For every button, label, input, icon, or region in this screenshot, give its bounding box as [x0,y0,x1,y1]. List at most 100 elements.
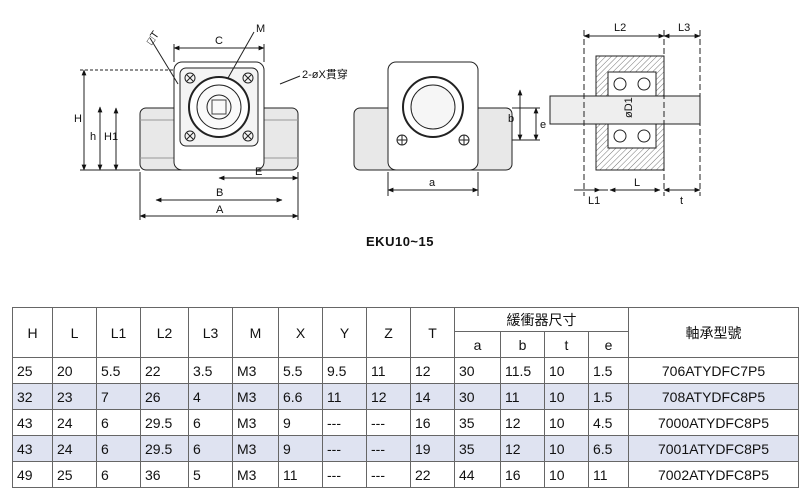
table-cell: 25 [52,461,97,488]
table-cell: 12 [366,383,411,410]
table-cell: 14 [410,383,455,410]
header-l2: L2 [140,307,189,358]
header-l1: L1 [96,307,141,358]
front-view [80,31,301,220]
side-label-b: b [508,113,514,125]
table-cell: 30 [454,383,501,410]
front-label-a: A [216,204,224,216]
table-cell: 20 [52,357,97,384]
front-label-c: C [215,35,223,47]
section-label-l3: L3 [678,22,690,34]
section-view [549,30,701,196]
bearing-model-cell: 7002ATYDFC8P5 [628,461,799,488]
table-cell: 23 [52,383,97,410]
table-cell: 29.5 [140,409,189,436]
table-cell: 9.5 [322,357,367,384]
table-cell: 1.5 [588,357,629,384]
front-label-dt: □T [144,29,162,47]
bearing-model-cell: 708ATYDFC8P5 [628,383,799,410]
front-label-b: B [216,187,223,199]
table-cell: --- [366,435,411,462]
table-cell: M3 [232,383,279,410]
table-cell: 5.5 [278,357,323,384]
table-cell: 43 [12,435,53,462]
front-label-m: M [256,23,265,35]
front-label-h-small: h [90,131,96,143]
table-cell: M3 [232,357,279,384]
bearing-model-cell: 7000ATYDFC8P5 [628,409,799,436]
table-cell: 4.5 [588,409,629,436]
section-label-l2: L2 [614,22,626,34]
table-cell: 30 [454,357,501,384]
header-buffer-e: e [588,331,629,358]
table-cell: 10 [544,435,589,462]
table-cell: 19 [410,435,455,462]
front-label-hole: 2-øX貫穿 [302,67,348,81]
header-y: Y [322,307,367,358]
table-cell: 11 [366,357,411,384]
side-view [353,61,540,196]
table-cell: 10 [544,461,589,488]
table-cell: 25 [12,357,53,384]
table-cell: 6.5 [588,435,629,462]
table-cell: 10 [544,409,589,436]
header-t: T [410,307,455,358]
table-cell: 7 [96,383,141,410]
table-cell: 44 [454,461,501,488]
table-cell: 49 [12,461,53,488]
table-cell: 6 [96,435,141,462]
table-cell: 11.5 [500,357,545,384]
header-buffer-t: t [544,331,589,358]
table-cell: 35 [454,435,501,462]
side-label-e: e [540,119,546,131]
table-cell: 24 [52,409,97,436]
header-l: L [52,307,97,358]
table-cell: 11 [588,461,629,488]
table-cell: 10 [544,383,589,410]
table-cell: 12 [410,357,455,384]
table-cell: M3 [232,409,279,436]
front-label-h1: H1 [104,131,118,143]
table-cell: 6 [188,435,233,462]
header-buffer-a: a [454,331,501,358]
table-cell: 12 [500,409,545,436]
table-cell: 12 [500,435,545,462]
table-cell: M3 [232,435,279,462]
table-cell: 16 [500,461,545,488]
table-cell: 6 [188,409,233,436]
table-cell: 22 [410,461,455,488]
table-cell: 4 [188,383,233,410]
table-cell: 35 [454,409,501,436]
header-l3: L3 [188,307,233,358]
table-cell: 43 [12,409,53,436]
table-cell: 5.5 [96,357,141,384]
header-x: X [278,307,323,358]
table-cell: 6.6 [278,383,323,410]
table-cell: 6 [96,409,141,436]
header-m: M [232,307,279,358]
front-label-e: E [255,166,262,178]
table-cell: 11 [278,461,323,488]
table-cell: 26 [140,383,189,410]
side-label-a: a [429,177,436,189]
header-z: Z [366,307,411,358]
table-cell: 29.5 [140,435,189,462]
spec-table: H L L1 L2 L3 M X Y Z T 緩衝器尺寸 軸承型號 a b t … [12,307,799,488]
bearing-ball-icon [613,77,651,143]
screw-icon [184,72,254,142]
header-buffer-b: b [500,331,545,358]
table-cell: --- [366,409,411,436]
front-label-h: H [74,113,82,125]
screw-icon [396,134,470,146]
table-cell: 5 [188,461,233,488]
bearing-model-cell: 7001ATYDFC8P5 [628,435,799,462]
table-cell: 10 [544,357,589,384]
table-cell: 11 [500,383,545,410]
table-cell: 24 [52,435,97,462]
table-cell: 16 [410,409,455,436]
table-cell: 3.5 [188,357,233,384]
